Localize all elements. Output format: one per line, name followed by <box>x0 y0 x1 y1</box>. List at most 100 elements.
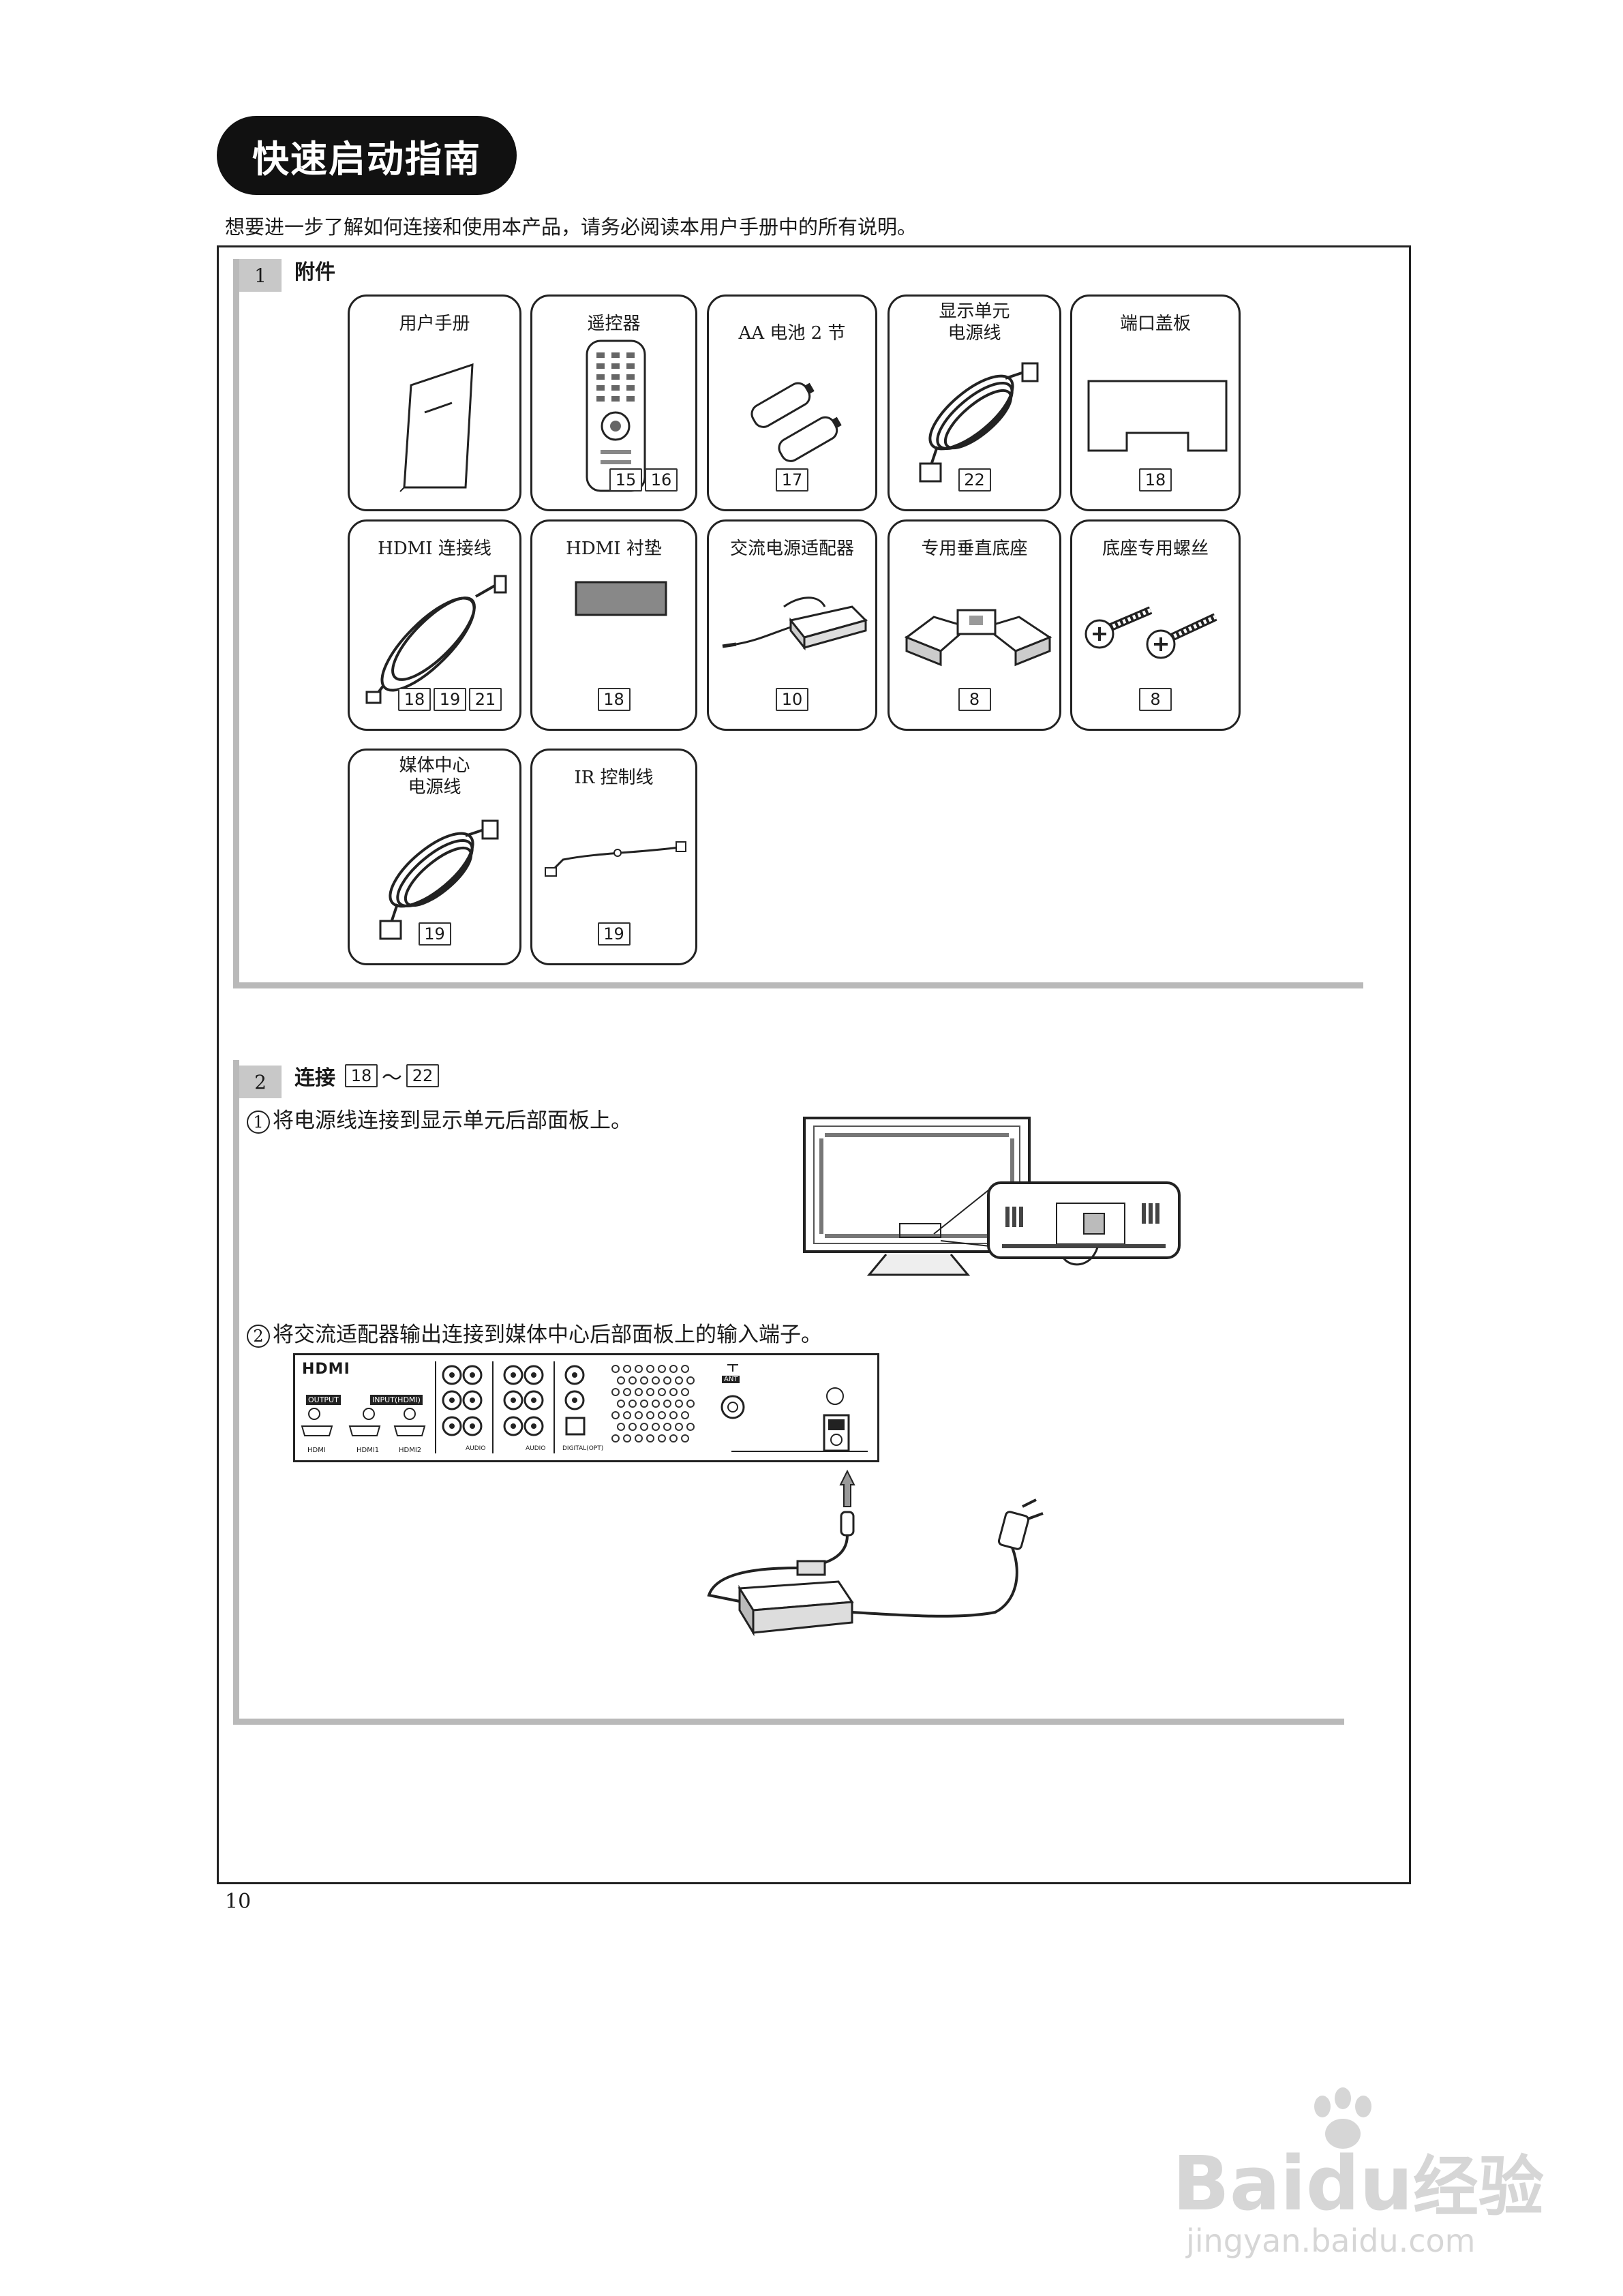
power-cord-illustration <box>379 819 499 940</box>
page-refs: 19 <box>532 922 695 946</box>
card-display-power-cord: 显示单元电源线 22 <box>888 294 1061 511</box>
page-refs: 19 <box>350 922 519 946</box>
content-frame <box>217 245 1411 1884</box>
page-ref: 19 <box>434 688 466 711</box>
audio-label: AUDIO <box>526 1445 546 1452</box>
page-ref: 18 <box>345 1064 378 1087</box>
section-title: 连接 <box>294 1066 335 1090</box>
hdmi-ports-illustration <box>301 1408 426 1436</box>
card-label: HDMI 连接线 <box>378 539 491 559</box>
section-number: 2 <box>239 1066 282 1098</box>
digital-opt-label: DIGITAL(OPT) <box>562 1445 604 1452</box>
port-cover-illustration <box>1087 380 1228 452</box>
hdmi1-port-label: HDMI1 <box>357 1447 380 1454</box>
page-refs: 18 <box>532 688 695 711</box>
card-port-cover: 端口盖板 18 <box>1070 294 1241 511</box>
step-text: 将交流适配器输出连接到媒体中心后部面板上的输入端子。 <box>273 1323 822 1347</box>
page-number: 10 <box>225 1890 252 1914</box>
page-refs: 8 <box>890 688 1059 711</box>
page-refs: 18 <box>1072 468 1239 492</box>
baidu-watermark: Baidu经验 jingyan.baidu.com <box>1172 2086 1581 2259</box>
antenna-jack-illustration <box>721 1364 745 1419</box>
power-cord-illustration <box>919 362 1039 483</box>
hdmi-cable-illustration <box>365 575 507 704</box>
output-label: OUTPUT <box>306 1395 341 1405</box>
range-separator: ～ <box>382 1066 402 1090</box>
page-refs: 18 19 21 <box>398 688 502 711</box>
page-refs: 15 16 <box>609 468 678 492</box>
card-media-center-power-cord: 媒体中心电源线 19 <box>348 749 521 965</box>
vent-grid-illustration <box>611 1365 695 1442</box>
hdmi-logo: HDMI <box>302 1361 350 1378</box>
tv-rear-illustration <box>803 1117 1181 1276</box>
page-ref: 22 <box>406 1064 439 1087</box>
manual-illustration <box>399 363 474 492</box>
media-center-rear-panel: HDMI OUTPUT INPUT(HDMI) HDMI HDMI1 HDMI2 <box>293 1353 879 1462</box>
page-refs: 17 <box>709 468 875 492</box>
hdmi2-port-label: HDMI2 <box>399 1447 422 1454</box>
watermark-brand: Baidu经验 <box>1172 2140 1544 2227</box>
step-number: 1 <box>247 1110 270 1134</box>
section-heading: 连接 18 ～ 22 <box>294 1061 439 1091</box>
page-ref: 15 <box>609 468 642 492</box>
panel-divider <box>731 1451 868 1452</box>
card-vertical-stand: 专用垂直底座 8 <box>888 519 1061 731</box>
page-refs: 8 <box>1072 688 1239 711</box>
battery-illustration <box>750 382 842 462</box>
page-ref: 8 <box>1139 688 1172 711</box>
audio-label: AUDIO <box>466 1445 486 1452</box>
intro-text: 想要进一步了解如何连接和使用本产品，请务必阅读本用户手册中的所有说明。 <box>225 215 917 239</box>
card-ac-adapter: 交流电源适配器 10 <box>707 519 877 731</box>
hdmi-pad-illustration <box>575 581 667 616</box>
step-number: 2 <box>247 1324 270 1348</box>
page-ref: 18 <box>597 688 631 711</box>
input-label: INPUT(HDMI) <box>370 1395 423 1405</box>
section-number: 1 <box>239 259 282 292</box>
page-ref: 16 <box>645 468 678 492</box>
card-user-manual: 用户手册 <box>348 294 521 511</box>
page-ref: 21 <box>469 688 502 711</box>
card-stand-screws: 底座专用螺丝 8 <box>1070 519 1241 731</box>
adapter-connection-illustration <box>707 1469 1044 1637</box>
page-ref: 18 <box>398 688 431 711</box>
section-accessories <box>233 259 1363 988</box>
hdmi-port-label: HDMI <box>307 1447 326 1454</box>
step-text: 将电源线连接到显示单元后部面板上。 <box>273 1108 632 1133</box>
screws-illustration <box>1084 606 1217 659</box>
page-ref: 22 <box>958 468 991 492</box>
card-remote: 遥控器 15 16 <box>530 294 697 511</box>
section-connection <box>233 1060 1344 1725</box>
page-ref: 8 <box>958 688 991 711</box>
ac-adapter-illustration <box>722 596 868 651</box>
page-ref: 17 <box>776 468 808 492</box>
page-ref: 18 <box>1139 468 1172 492</box>
card-batteries: AA 电池 2 节 17 <box>707 294 877 511</box>
card-label: 显示单元电源线 <box>939 301 1010 344</box>
page-ref: 10 <box>776 688 808 711</box>
section-title: 附件 <box>294 260 335 284</box>
card-label: 交流电源适配器 <box>729 539 854 559</box>
page-ref: 19 <box>418 922 451 946</box>
card-label: 底座专用螺丝 <box>1102 539 1209 559</box>
card-ir-cable: IR 控制线 19 <box>530 749 697 965</box>
stand-illustration <box>904 609 1052 667</box>
ir-cable-illustration <box>545 841 686 877</box>
remote-illustration <box>586 339 646 492</box>
card-label: 遥控器 <box>587 314 641 334</box>
card-label: 用户手册 <box>399 314 470 334</box>
card-label: 媒体中心电源线 <box>399 755 470 798</box>
av-jacks-illustration <box>435 1361 586 1453</box>
page-refs: 22 <box>890 468 1059 492</box>
ant-label: ANT <box>722 1376 740 1383</box>
dc-input-illustration <box>823 1387 850 1452</box>
card-hdmi-pad: HDMI 衬垫 18 <box>530 519 697 731</box>
card-label: 专用垂直底座 <box>921 539 1028 559</box>
watermark-url: jingyan.baidu.com <box>1186 2222 1476 2259</box>
card-hdmi-cable: HDMI 连接线 18 19 21 <box>348 519 521 731</box>
page-ref: 19 <box>597 922 631 946</box>
page-refs: 10 <box>709 688 875 711</box>
paw-icon <box>1314 2087 1371 2149</box>
card-label: 端口盖板 <box>1119 314 1191 334</box>
